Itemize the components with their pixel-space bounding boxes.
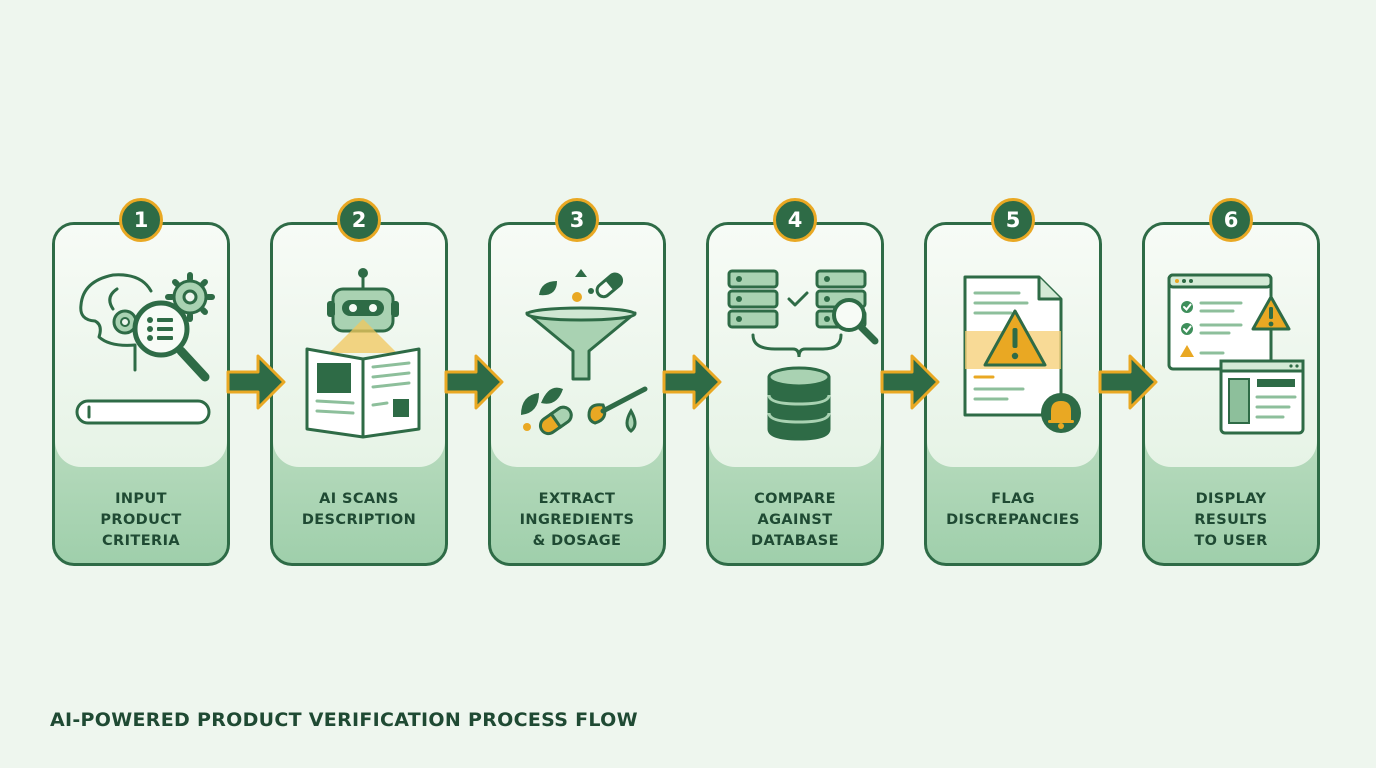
funnel-ingredients-icon: [521, 269, 648, 436]
step-label-3: EXTRACT INGREDIENTS & DOSAGE: [519, 491, 635, 549]
right-arrow-icon: [1098, 354, 1158, 410]
robot-reading-document-icon: [305, 268, 421, 439]
step-card-6: DISPLAY RESULTS TO USER: [1142, 222, 1320, 566]
step-label-4: COMPARE AGAINST DATABASE: [751, 491, 839, 549]
step-label-2: AI SCANS DESCRIPTION: [301, 491, 417, 528]
step-card-3: EXTRACT INGREDIENTS & DOSAGE: [488, 222, 666, 566]
warning-document-bell-icon: [963, 275, 1081, 433]
step-card-2: AI SCANS DESCRIPTION: [270, 222, 448, 566]
step-number-badge-3: 3: [555, 198, 599, 242]
step-number-badge-2: 2: [337, 198, 381, 242]
servers-database-compare-icon: [727, 269, 879, 441]
step-label-5: FLAG DISCREPANCIES: [946, 491, 1080, 528]
right-arrow-icon: [880, 354, 940, 410]
step-card-5: FLAG DISCREPANCIES: [924, 222, 1102, 566]
head-gears-magnifier-icon: [75, 272, 215, 425]
results-dashboard-icon: [1167, 273, 1305, 435]
step-number-badge-5: 5: [991, 198, 1035, 242]
right-arrow-icon: [662, 354, 722, 410]
step-number-badge-1: 1: [119, 198, 163, 242]
step-number-badge-4: 4: [773, 198, 817, 242]
diagram-title: AI-POWERED PRODUCT VERIFICATION PROCESS …: [50, 709, 638, 731]
step-number-badge-6: 6: [1209, 198, 1253, 242]
step-label-1: INPUT PRODUCT CRITERIA: [100, 491, 182, 549]
step-card-1: INPUT PRODUCT CRITERIA: [52, 222, 230, 566]
step-label-6: DISPLAY RESULTS TO USER: [1194, 491, 1268, 549]
right-arrow-icon: [226, 354, 286, 410]
right-arrow-icon: [444, 354, 504, 410]
step-card-4: COMPARE AGAINST DATABASE: [706, 222, 884, 566]
